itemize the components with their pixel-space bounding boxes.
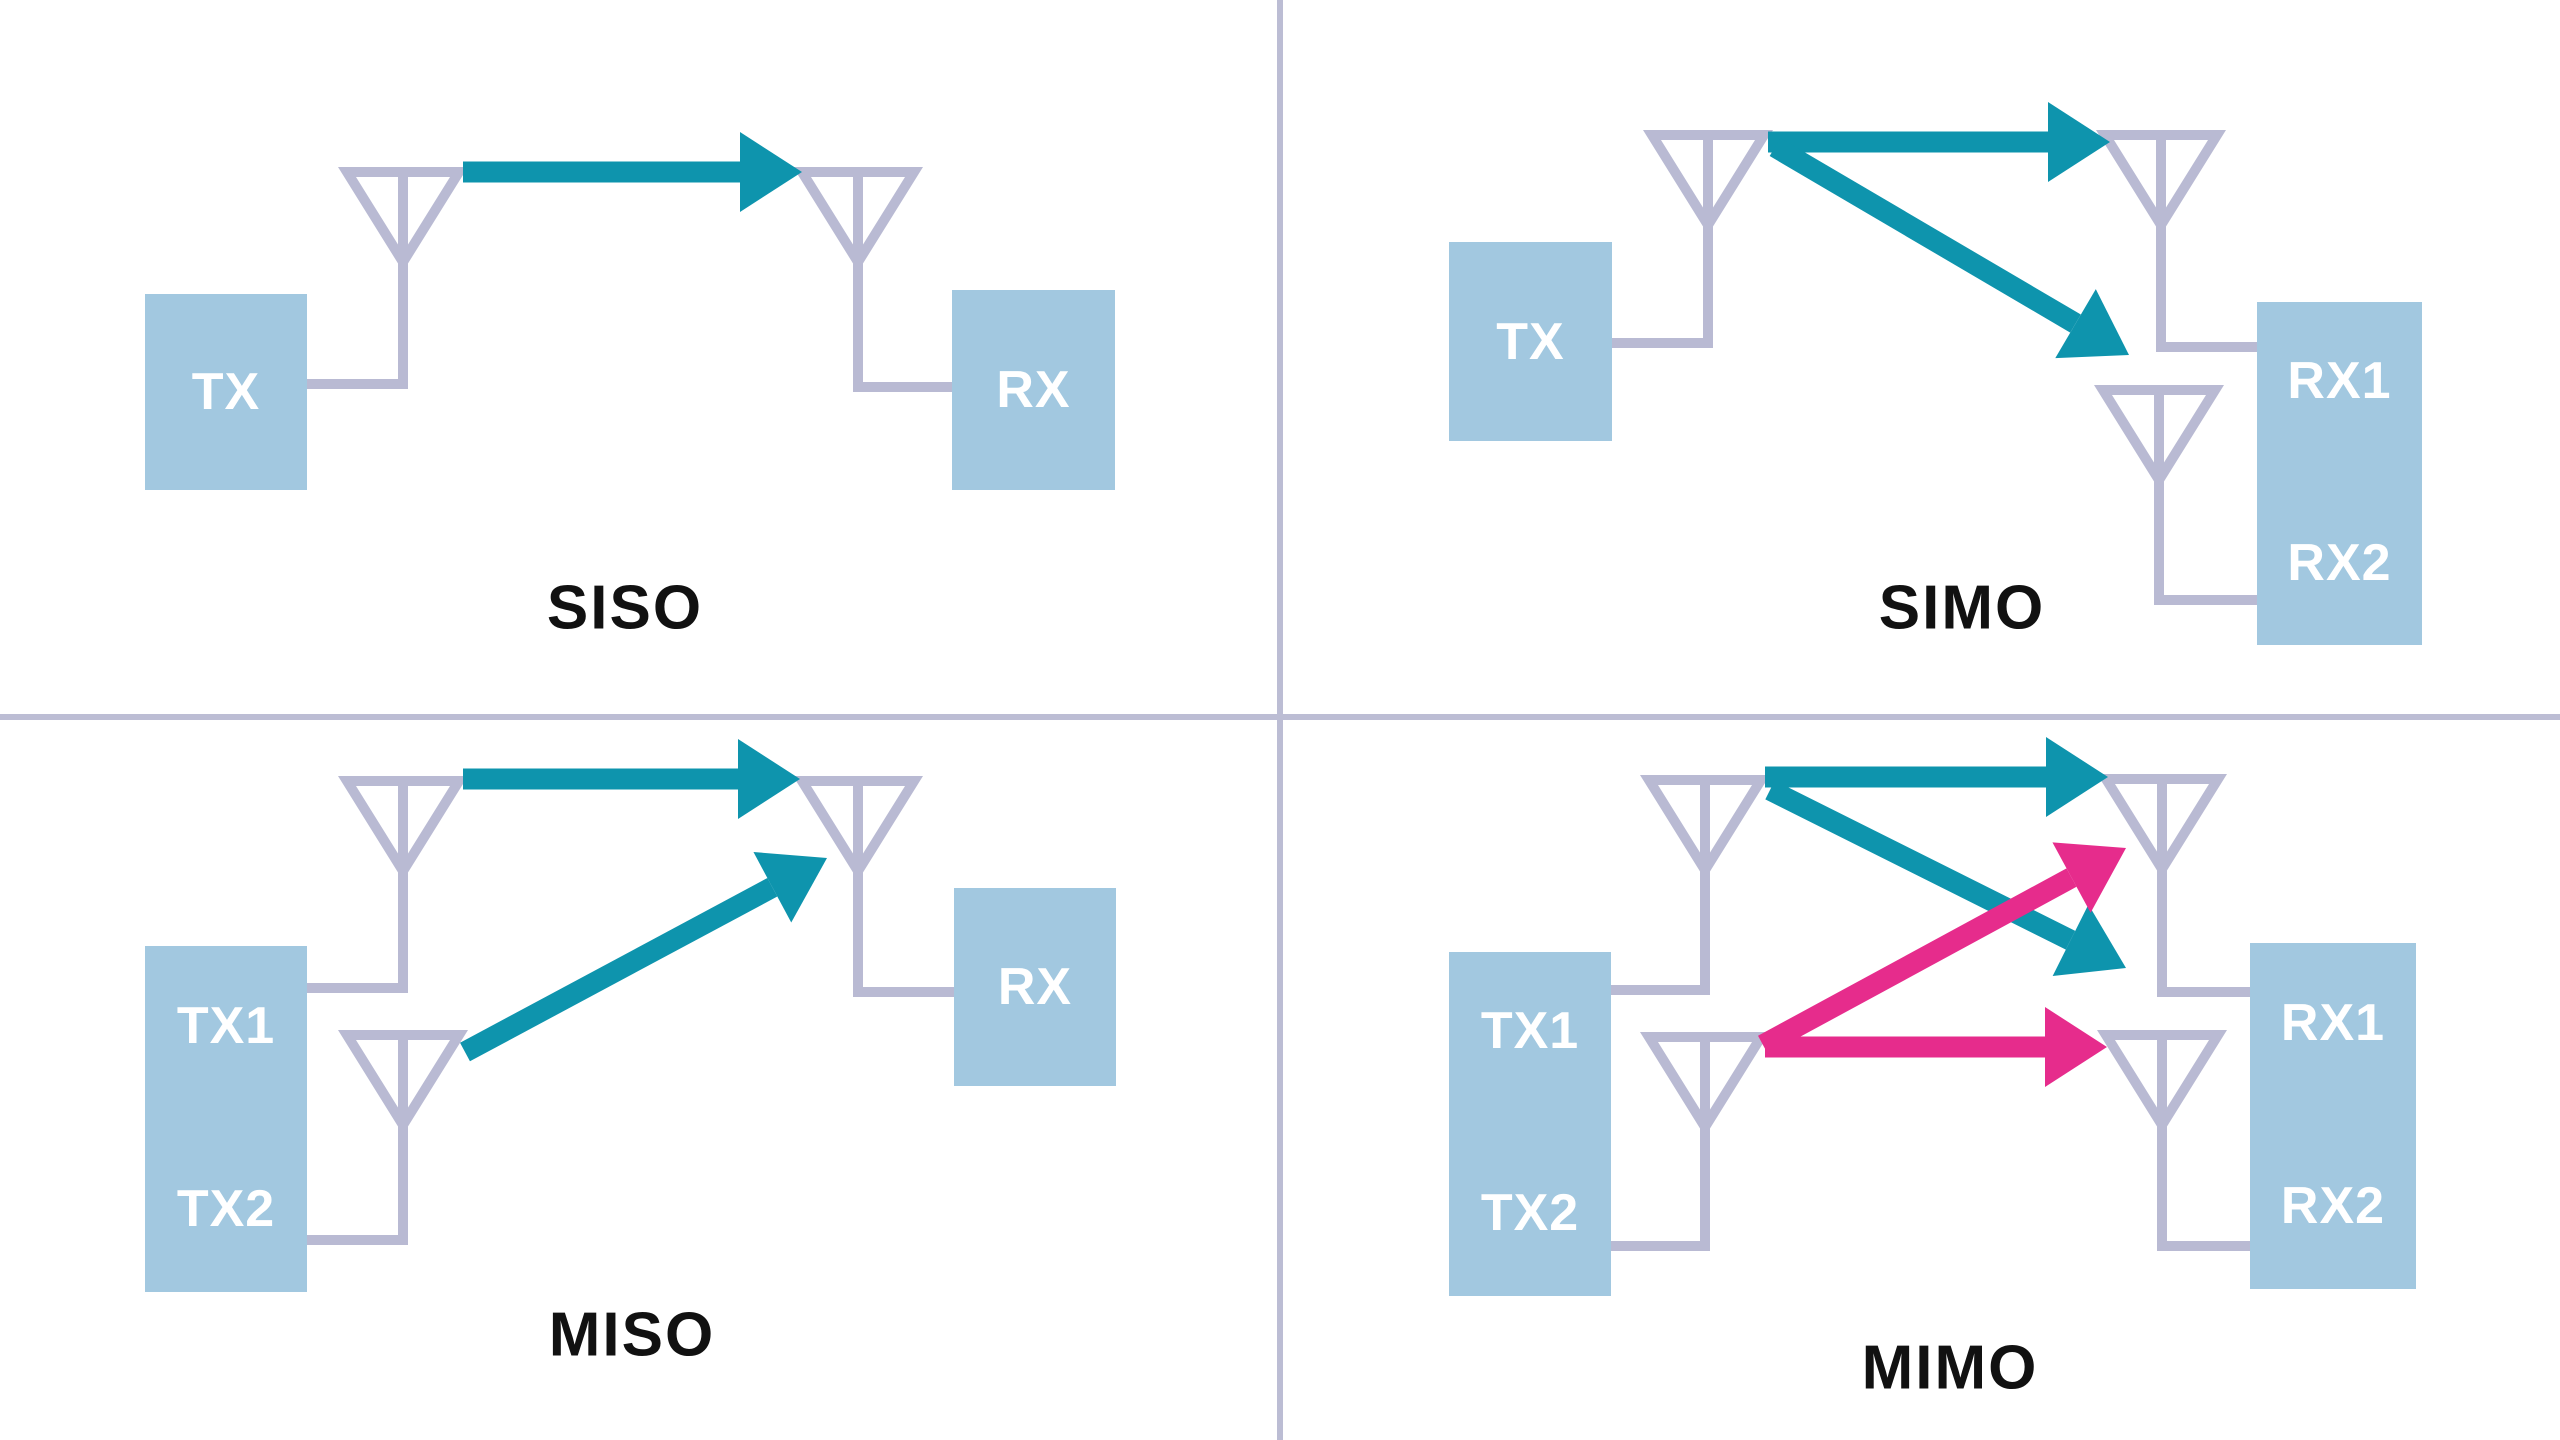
miso-tx-box: TX1 TX2: [145, 946, 307, 1292]
simo-signal-arrow-tx-rx2: [1769, 137, 2129, 359]
siso-rx-antenna-icon: [793, 167, 952, 392]
mimo-tx1-antenna-icon: [1607, 775, 1770, 995]
miso-signal-arrow-tx2-rx: [460, 852, 827, 1062]
mimo-rx2-label: RX2: [2280, 1176, 2386, 1235]
siso-title: SISO: [546, 573, 704, 643]
mimo-rx-box: RX1 RX2: [2250, 943, 2416, 1289]
miso-rx-box: RX: [954, 888, 1116, 1086]
mimo-tx1-label: TX1: [1480, 1002, 1580, 1061]
mimo-tx-box: TX1 TX2: [1449, 952, 1611, 1296]
simo-rx1-antenna-icon: [2096, 130, 2257, 352]
miso-tx1-antenna-icon: [307, 776, 468, 993]
mimo-title: MIMO: [1861, 1333, 2039, 1403]
simo-rx2-label: RX2: [2287, 533, 2392, 592]
simo-tx-box: TX: [1449, 242, 1612, 441]
siso-tx-antenna-icon: [307, 167, 468, 389]
miso-rx-label: RX: [997, 958, 1073, 1016]
simo-title: SIMO: [1878, 573, 2046, 643]
miso-signal-arrow-tx1-rx: [463, 739, 800, 819]
miso-title: MISO: [548, 1300, 716, 1370]
siso-signal-arrow-tx-rx: [463, 132, 802, 212]
mimo-tx2-antenna-icon: [1607, 1032, 1770, 1251]
simo-tx-label: TX: [1496, 312, 1565, 371]
siso-rx-label: RX: [996, 361, 1071, 419]
mimo-rx2-antenna-icon: [2097, 1030, 2253, 1251]
miso-tx1-label: TX1: [176, 996, 276, 1055]
simo-rx-box: RX1 RX2: [2257, 302, 2422, 645]
siso-tx-box: TX: [145, 294, 307, 490]
simo-rx1-label: RX1: [2287, 351, 2392, 410]
mimo-signal-arrow-tx1-rx1: [1765, 737, 2108, 817]
mimo-signal-arrow-tx2-rx1: [1757, 842, 2126, 1055]
mimo-rx1-label: RX1: [2280, 993, 2386, 1052]
mimo-signal-arrow-tx2-rx2: [1765, 1007, 2107, 1087]
siso-tx-label: TX: [191, 363, 261, 421]
miso-rx-antenna-icon: [793, 776, 954, 997]
simo-rx2-antenna-icon: [2094, 385, 2257, 605]
mimo-rx1-antenna-icon: [2097, 774, 2253, 997]
simo-signal-arrow-tx-rx1: [1768, 102, 2110, 182]
miso-tx2-label: TX2: [176, 1179, 276, 1238]
siso-rx-box: RX: [952, 290, 1115, 490]
simo-tx-antenna-icon: [1612, 130, 1773, 348]
miso-tx2-antenna-icon: [307, 1030, 468, 1245]
mimo-tx2-label: TX2: [1480, 1184, 1580, 1243]
